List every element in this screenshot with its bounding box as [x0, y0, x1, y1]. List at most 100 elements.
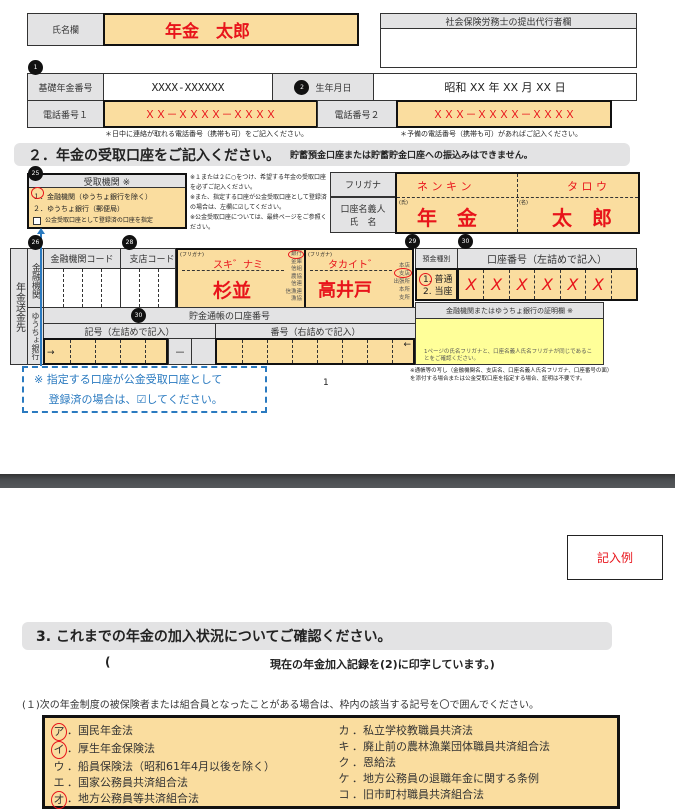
option-mark: キ [338, 740, 350, 753]
receiver-notes: ※１または２に○をつけ、希望する年金の受取口座を必ずご記入ください。 ※また、指… [190, 173, 328, 233]
option-text: 船員保険法（昭和61年4月以後を除く） [78, 760, 275, 773]
pension-option[interactable]: ケ．地方公務員の退職年金に関する条例 [336, 771, 550, 787]
furigana-last: ネ ン キ ン [417, 180, 472, 193]
option-text: 地方公務員の退職年金に関する条例 [363, 772, 539, 785]
arrow-head-icon [37, 228, 45, 234]
branch-type[interactable]: 出張所 [393, 279, 410, 285]
cert-header: 金融機関またはゆうちょ銀行の証明欄 ※ [416, 303, 603, 319]
holder-first: 太 郎 [552, 206, 612, 230]
symbol-field[interactable]: → [43, 338, 168, 365]
branch-type[interactable]: 本店 [398, 263, 410, 269]
badge-28: 28 [122, 235, 137, 250]
givenname-tag: (名) [519, 200, 528, 206]
pension-option[interactable]: キ．廃止前の農林漁業団体職員共済組合法 [336, 739, 551, 755]
option-mark: コ [338, 788, 350, 801]
bank-type[interactable]: 農協 [290, 273, 302, 280]
account-digit-cell[interactable]: X [483, 270, 508, 299]
bank-type[interactable]: 漁協 [290, 296, 302, 302]
option-text: 地方公務員等共済組合法 [78, 792, 199, 805]
option-mark: オ [51, 791, 67, 809]
holder-last: 年 金 [417, 206, 477, 230]
kana-tag: (フリガナ) [308, 252, 332, 258]
receiver-option-2[interactable]: ２．ゆうちょ銀行（郵便局） [33, 205, 124, 213]
account-digit-cell[interactable]: X [465, 275, 477, 294]
section2-title: ２．年金の受取口座をご記入ください。 [28, 147, 280, 164]
deposit-type-field[interactable]: 1. 普通 2. 当座 [415, 268, 458, 301]
holder-box[interactable]: ネ ン キ ン タ ロ ウ (氏) (名) 年 金 太 郎 [395, 172, 640, 234]
account-digit-cell[interactable]: X [559, 270, 585, 299]
birth-field[interactable]: 昭和 XX 年 XX 月 XX 日 [373, 73, 637, 101]
number-label: 番号（右詰めで記入） [215, 323, 416, 339]
pension-option[interactable]: コ．旧市町村職員共済組合法 [336, 787, 550, 803]
deposit-option-2[interactable]: 2. 当座 [423, 287, 453, 297]
pension-option[interactable]: ア．国民年金法 [51, 723, 336, 741]
selection-circle [288, 250, 304, 259]
public-account-checkbox[interactable] [33, 217, 41, 225]
basic-pension-field[interactable]: XXXX-XXXXXX [103, 73, 273, 101]
option-text: 恩給法 [363, 756, 396, 769]
bank-type[interactable]: 信連 [290, 281, 302, 287]
badge-25: 25 [28, 166, 43, 181]
deposit-option-1[interactable]: 1. 普通 [423, 275, 453, 285]
pension-option[interactable]: ク．恩給法 [336, 755, 550, 771]
phone1-field[interactable]: ＸＸ－ＸＸＸＸ－ＸＸＸＸ [103, 100, 318, 128]
callout-box: ※ 指定する口座が公金受取口座として 登録済の場合は、☑してください。 [22, 366, 267, 413]
option-mark: ク [338, 756, 350, 769]
example-label: 記入例 [567, 535, 663, 580]
pension-option[interactable]: エ．国家公務員共済組合法 [51, 775, 336, 791]
passbook-label: 貯金通帳の口座番号 [43, 307, 416, 324]
phone2-label: 電話番号２ [317, 100, 397, 128]
branch-type[interactable]: 支所 [398, 295, 410, 301]
badge-29: 29 [405, 234, 420, 249]
bank-code-field[interactable] [43, 268, 121, 308]
badge-2: 2 [294, 79, 310, 95]
bank-type[interactable]: 信組 [290, 266, 302, 272]
number-field[interactable]: ← [215, 338, 415, 365]
branch-code-field[interactable] [120, 268, 176, 308]
pension-option[interactable]: イ．厚生年金保険法 [51, 741, 336, 759]
branch-code-label: 支店コード [120, 248, 176, 269]
account-digit-cell[interactable]: X [508, 270, 534, 299]
option-mark: ケ [338, 772, 350, 785]
callout-arrow [40, 232, 42, 367]
phone2-field[interactable]: ＸＸＸ－ＸＸＸＸ－ＸＸＸＸ [396, 100, 612, 128]
pension-option[interactable]: ウ．船員保険法（昭和61年4月以後を除く） [51, 759, 336, 775]
option-text: 私立学校教職員共済法 [363, 724, 473, 737]
section2-header: ２．年金の受取口座をご記入ください。 貯蓄預金口座または貯蓄貯金口座への振込みは… [14, 143, 630, 166]
basic-pension-label: 基礎年金番号 [27, 73, 104, 101]
account-label: 口座番号（左詰めで記入） [457, 248, 637, 269]
receiver-note: ※１または２に○をつけ、希望する年金の受取口座を必ずご記入ください。 [190, 174, 326, 191]
agent-box[interactable]: 社会保険労務士の提出代行者欄 [380, 13, 637, 68]
surname-tag: (氏) [399, 200, 408, 206]
account-digit-cell[interactable]: X [534, 270, 559, 299]
badge-30b: 30 [131, 308, 146, 323]
receiver-option-1[interactable]: １．金融機関（ゆうちょ銀行を除く） [33, 193, 152, 201]
badge-1: 1 [28, 60, 43, 75]
bank-name-field[interactable]: (フリガナ) スキ゛ナミ 杉並 銀行金庫信組農協信連信漁連漁協 [176, 248, 306, 309]
paren-open: ( [105, 655, 111, 669]
pension-option[interactable]: カ．私立学校教職員共済法 [336, 723, 550, 739]
option-text: 廃止前の農林漁業団体職員共済組合法 [363, 740, 550, 753]
option-mark: ア [51, 723, 67, 741]
selection-circle [419, 273, 432, 286]
furigana-first: タ ロ ウ [567, 180, 607, 193]
bank-type[interactable]: 金庫 [290, 258, 302, 265]
page-number: 1 [323, 378, 329, 388]
name-field[interactable]: 年金 太郎 [103, 13, 359, 46]
pension-option[interactable]: オ．地方公務員等共済組合法 [51, 791, 336, 809]
branch-name-field[interactable]: (フリガナ) タカイト゛ 高井戸 本店支店出張所本所支所 [304, 248, 414, 309]
phone1-note: ＊日中に連絡が取れる電話番号（携帯も可）をご記入ください。 [105, 130, 308, 138]
remit-label: 年金送金先 [10, 248, 28, 365]
option-text: 旧市町村職員共済組合法 [363, 788, 484, 801]
symbol-extra-cell[interactable] [191, 338, 216, 365]
question: (１)次の年金制度の被保険者または組合員となったことがある場合は、枠内の該当する… [22, 700, 540, 711]
account-digit-cell[interactable] [610, 270, 636, 299]
account-digit-cell[interactable]: X [585, 270, 610, 299]
option-mark: カ [338, 724, 350, 737]
branch-type[interactable]: 本所 [398, 287, 410, 293]
bank-type[interactable]: 信漁連 [285, 288, 302, 295]
option-text: 厚生年金保険法 [78, 742, 155, 755]
deposit-type-label: 預金種別 [415, 248, 458, 269]
